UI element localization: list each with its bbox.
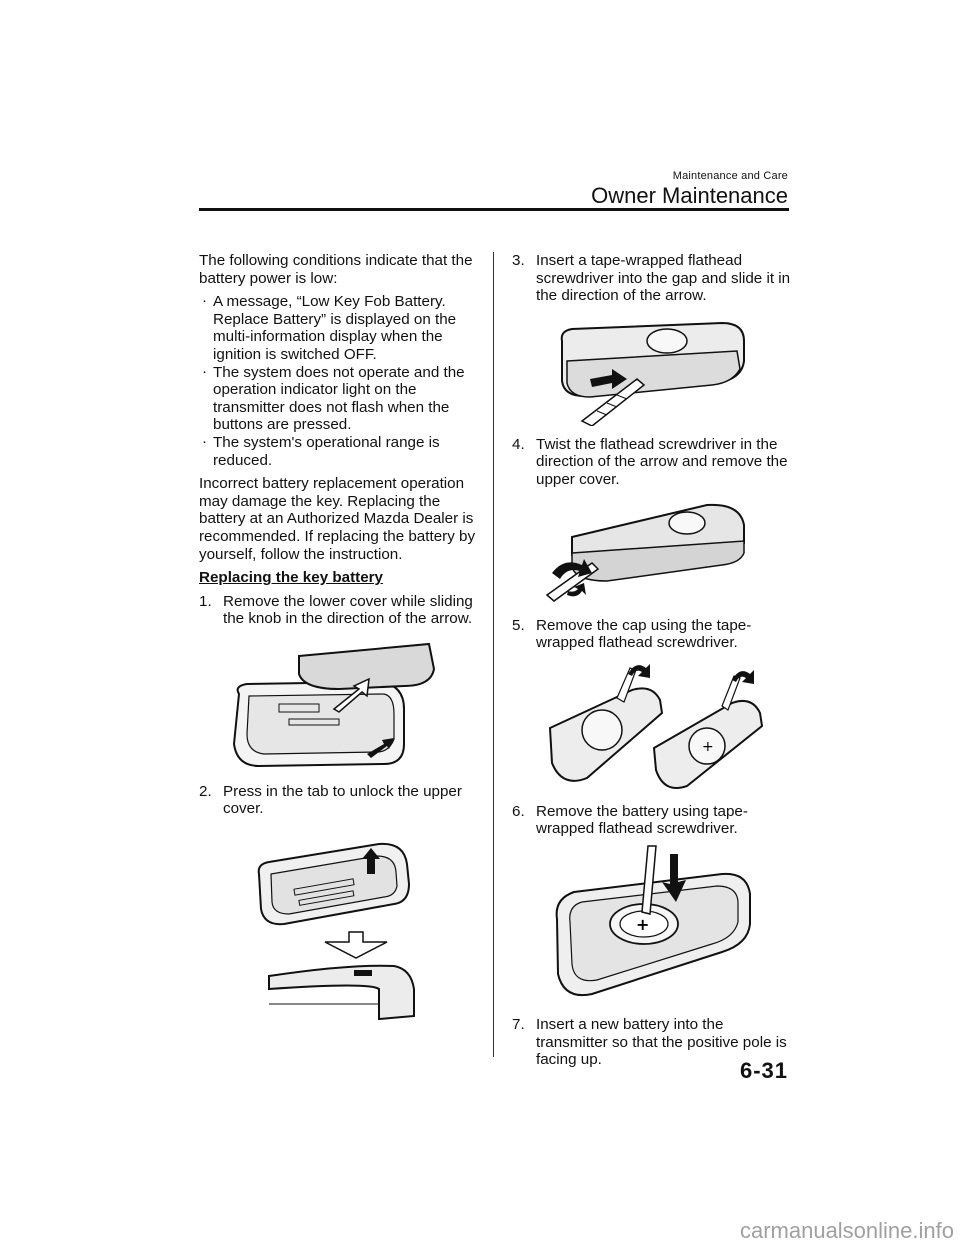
header-divider xyxy=(199,208,789,211)
svg-text:+: + xyxy=(702,739,714,755)
screwdriver-insert-illustration xyxy=(560,321,745,426)
step-number: 7. xyxy=(512,1015,525,1033)
section-label: Maintenance and Care xyxy=(672,170,788,182)
watermark-link[interactable]: carmanualsonline.info xyxy=(739,1218,954,1243)
list-item: The system's operational range is reduce… xyxy=(199,433,479,469)
step-2: 2. Press in the tab to unlock the upper … xyxy=(199,783,479,818)
left-column: The following conditions indicate that t… xyxy=(199,252,479,1029)
step-number: 2. xyxy=(199,782,212,800)
step-number: 5. xyxy=(512,616,525,634)
right-column: 3. Insert a tape-wrapped flathead screwd… xyxy=(512,252,797,1069)
battery-removal-illustration: + xyxy=(555,845,751,996)
list-item: A message, “Low Key Fob Battery. Replace… xyxy=(199,292,479,363)
step-text: Remove the cap using the tape-wrapped fl… xyxy=(536,616,752,652)
step-5: 5. Remove the cap using the tape-wrapped… xyxy=(512,617,797,652)
step-text: Remove the lower cover while sliding the… xyxy=(223,592,473,628)
step-3: 3. Insert a tape-wrapped flathead screwd… xyxy=(512,252,797,305)
step-text: Twist the flathead screwdriver in the di… xyxy=(536,435,788,488)
page-number: 6-31 xyxy=(739,1058,788,1083)
step-text: Press in the tab to unlock the upper cov… xyxy=(223,782,462,818)
chapter-title: Owner Maintenance xyxy=(591,183,788,208)
upper-cover-unlock-illustration xyxy=(257,842,415,1021)
step-number: 3. xyxy=(512,252,525,269)
step-6: 6. Remove the battery using tape-wrapped… xyxy=(512,803,797,838)
step-4: 4. Twist the flathead screwdriver in the… xyxy=(512,436,797,489)
intro-paragraph: The following conditions indicate that t… xyxy=(199,252,473,287)
step-text: Insert a tape-wrapped flathead screwdriv… xyxy=(536,252,791,305)
step-number: 6. xyxy=(512,802,525,820)
column-divider xyxy=(493,252,494,1057)
section-heading: Replacing the key battery xyxy=(199,569,384,587)
list-item: The system does not operate and the oper… xyxy=(199,363,479,434)
step-7: 7. Insert a new battery into the transmi… xyxy=(512,1016,797,1069)
lower-cover-removal-illustration xyxy=(232,642,436,767)
svg-text:+: + xyxy=(636,915,649,934)
step-number: 4. xyxy=(512,435,525,453)
step-text: Remove the battery using tape-wrapped fl… xyxy=(536,802,748,838)
low-battery-conditions-list: A message, “Low Key Fob Battery. Replace… xyxy=(199,292,479,469)
screwdriver-twist-illustration xyxy=(545,503,745,602)
step-1: 1. Remove the lower cover while sliding … xyxy=(199,593,479,628)
cap-removal-illustration: + xyxy=(548,663,764,789)
warning-paragraph: Incorrect battery replacement operation … xyxy=(199,475,476,563)
step-number: 1. xyxy=(199,592,212,610)
step-text: Insert a new battery into the transmitte… xyxy=(536,1015,787,1069)
